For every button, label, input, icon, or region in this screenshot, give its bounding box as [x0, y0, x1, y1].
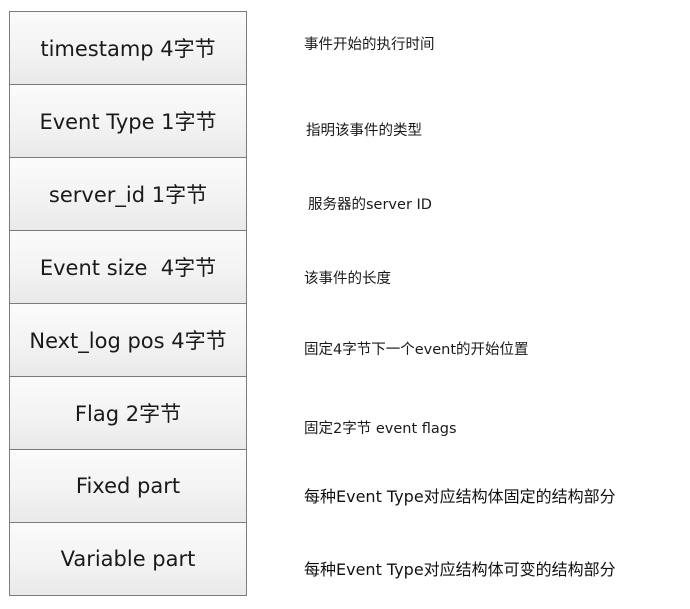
desc-event-size: 该事件的长度 [304, 271, 391, 287]
field-box-server-id: server_id 1字节 [9, 157, 247, 231]
field-box-fixed-part: Fixed part [9, 449, 247, 523]
desc-variable-part: 每种Event Type对应结构体可变的结构部分 [304, 560, 616, 579]
field-box-next-log-pos: Next_log pos 4字节 [9, 303, 247, 377]
desc-flag: 固定2字节 event flags [304, 421, 457, 437]
desc-server-id: 服务器的server ID [308, 197, 432, 213]
field-box-timestamp: timestamp 4字节 [9, 11, 247, 85]
field-box-variable-part: Variable part [9, 522, 247, 596]
event-field-stack: timestamp 4字节 Event Type 1字节 server_id 1… [9, 11, 247, 596]
field-label-variable-part: Variable part [60, 547, 196, 571]
field-label-server-id: server_id 1字节 [48, 183, 208, 207]
desc-timestamp: 事件开始的执行时间 [304, 37, 435, 53]
desc-event-type: 指明该事件的类型 [306, 123, 422, 139]
field-box-flag: Flag 2字节 [9, 376, 247, 450]
field-label-timestamp: timestamp 4字节 [40, 37, 216, 61]
field-label-fixed-part: Fixed part [75, 474, 181, 498]
desc-next-log-pos: 固定4字节下一个event的开始位置 [304, 342, 529, 358]
field-label-event-size: Event size 4字节 [39, 256, 217, 280]
field-label-flag: Flag 2字节 [74, 402, 182, 426]
field-label-next-log-pos: Next_log pos 4字节 [29, 329, 227, 353]
field-label-event-type: Event Type 1字节 [39, 110, 217, 134]
desc-fixed-part: 每种Event Type对应结构体固定的结构部分 [304, 487, 616, 506]
